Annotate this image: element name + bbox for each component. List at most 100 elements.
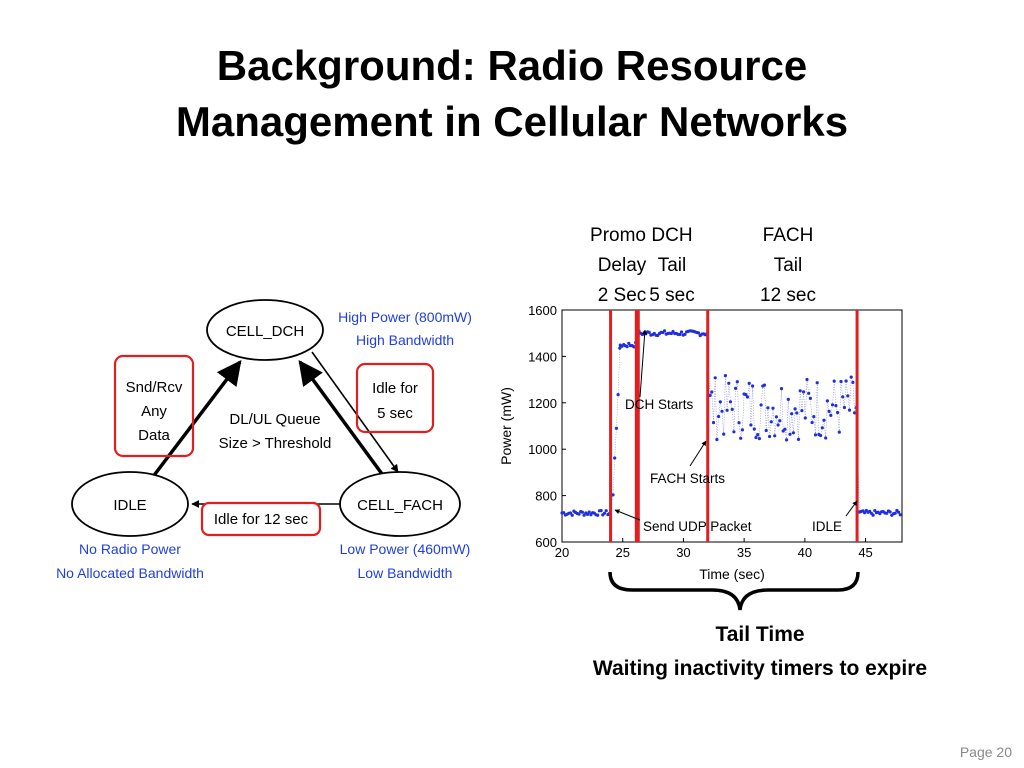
data-point xyxy=(790,412,794,416)
data-point xyxy=(871,513,875,517)
data-point xyxy=(747,381,751,385)
data-point xyxy=(718,400,722,404)
fach-starts-arrow xyxy=(689,440,707,467)
data-point xyxy=(822,418,826,422)
state-idle xyxy=(71,471,189,537)
data-point xyxy=(632,345,636,349)
x-tick-label: 20 xyxy=(555,545,569,560)
data-point xyxy=(788,432,792,436)
data-point xyxy=(732,430,736,434)
data-point xyxy=(627,341,631,345)
x-tick-label: 45 xyxy=(858,545,872,560)
data-point xyxy=(737,421,741,425)
data-point xyxy=(819,433,823,438)
data-point xyxy=(723,374,728,378)
idle-12-box xyxy=(200,501,322,537)
data-point xyxy=(791,431,796,435)
data-point xyxy=(836,410,840,415)
data-point xyxy=(751,384,755,388)
data-point xyxy=(616,393,620,397)
data-point xyxy=(812,415,816,419)
annotation-dch-starts: DCH Starts xyxy=(625,397,694,412)
data-point xyxy=(793,407,797,411)
data-point xyxy=(711,421,716,425)
idle-12-label: Idle for 12 sec xyxy=(214,511,309,528)
data-point xyxy=(727,381,731,385)
data-point xyxy=(720,409,724,413)
dch-tail-label-1: DCH xyxy=(651,225,692,246)
data-point xyxy=(679,330,684,334)
data-point xyxy=(602,511,607,515)
data-point xyxy=(842,405,847,410)
data-point xyxy=(625,345,629,349)
data-point xyxy=(730,407,734,411)
data-point xyxy=(570,513,574,517)
data-point xyxy=(885,511,889,515)
data-point xyxy=(725,408,729,412)
state-diagram: CELL_DCH IDLE CELL_FACH DL/UL Queue Size… xyxy=(56,299,472,581)
data-point xyxy=(796,437,801,441)
state-idle-label: IDLE xyxy=(113,497,146,514)
data-point xyxy=(708,393,712,397)
page-number: Page 20 xyxy=(959,744,1012,760)
x-tick-label: 30 xyxy=(676,545,690,560)
data-point xyxy=(715,437,719,442)
data-point xyxy=(585,512,590,517)
data-point xyxy=(847,408,852,412)
state-cell-fach-label: CELL_FACH xyxy=(357,497,443,514)
data-point xyxy=(820,426,824,430)
fach-tail-label-3: 12 sec xyxy=(760,285,816,306)
data-point xyxy=(580,510,585,514)
data-point xyxy=(805,377,809,382)
data-point xyxy=(734,386,738,390)
title-line-2: Management in Cellular Networks xyxy=(175,98,849,145)
idle-5-box xyxy=(355,362,435,434)
data-point xyxy=(587,510,591,514)
promo-label-2: Delay xyxy=(598,255,647,276)
data-point xyxy=(863,511,867,515)
data-point xyxy=(776,423,780,427)
tail-time-subtitle: Waiting inactivity timers to expire xyxy=(592,657,928,680)
send-udp-arrow xyxy=(614,509,641,521)
edge-fach-to-dch xyxy=(298,360,387,480)
state-cell-fach xyxy=(339,471,461,537)
data-point xyxy=(846,394,850,398)
dch-tail-label-3: 5 sec xyxy=(649,285,694,306)
data-point xyxy=(830,403,835,407)
center-label-line1: DL/UL Queue xyxy=(229,411,320,428)
data-point xyxy=(810,420,814,425)
tail-time-title: Tail Time xyxy=(715,623,805,646)
data-point xyxy=(834,404,838,408)
data-point xyxy=(604,509,608,513)
data-point xyxy=(756,433,760,437)
idle-desc-line1: No Radio Power xyxy=(79,541,181,557)
data-point xyxy=(827,409,831,413)
y-tick-label: 1000 xyxy=(528,442,557,457)
idle-5-line2: 5 sec xyxy=(377,405,413,422)
data-point xyxy=(771,406,775,410)
data-point xyxy=(837,430,841,434)
x-axis-label: Time (sec) xyxy=(699,566,765,582)
dch-desc-line1: High Power (800mW) xyxy=(338,309,472,325)
data-point xyxy=(802,390,806,394)
data-point xyxy=(757,437,762,441)
state-cell-dch xyxy=(206,299,324,361)
data-point xyxy=(807,391,811,395)
slide-title: Background: Radio Resource Management in… xyxy=(0,38,1024,150)
annotation-send-udp: Send UDP Packet xyxy=(643,519,752,534)
data-point xyxy=(762,383,767,387)
fach-desc-line2: Low Bandwidth xyxy=(358,565,453,581)
plot-frame xyxy=(561,309,903,543)
data-point xyxy=(562,511,566,515)
data-point xyxy=(813,433,818,437)
idle-arrow xyxy=(845,500,858,517)
data-point xyxy=(800,409,804,413)
y-tick-label: 600 xyxy=(535,535,557,550)
data-point xyxy=(568,511,573,515)
data-point xyxy=(599,509,603,513)
data-point xyxy=(710,390,714,394)
data-point xyxy=(722,432,726,436)
data-point xyxy=(696,331,701,335)
